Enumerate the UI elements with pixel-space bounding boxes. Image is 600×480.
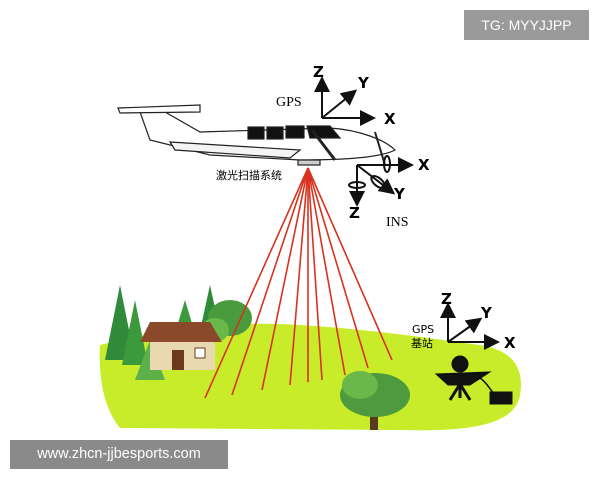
base-station-axes [440, 302, 500, 350]
base-z-label: Z [441, 290, 452, 308]
gps-base-station-icon [434, 355, 513, 405]
laser-beam [307, 167, 346, 376]
laser-beam [204, 167, 309, 399]
gps-z-label: Z [313, 63, 324, 81]
ins-label: INS [386, 215, 409, 230]
laser-scanner-label: 激光扫描系统 [216, 168, 282, 182]
laser-beam [307, 167, 323, 381]
base-station-label: 基站 [411, 336, 433, 350]
tree-right [340, 371, 410, 430]
laser-beam [307, 167, 369, 369]
laser-beam [307, 167, 393, 361]
gps-axes [314, 76, 376, 126]
laser-beams [204, 167, 393, 399]
house [140, 322, 222, 370]
laser-beam [231, 167, 309, 396]
airplane [117, 104, 396, 166]
gps-label: GPS [276, 95, 302, 110]
ins-axes [348, 155, 414, 207]
watermark-site: www.zhcn-jjbesports.com [10, 440, 228, 469]
base-y-label: Y [480, 304, 493, 322]
gps-y-label: Y [357, 74, 370, 92]
base-x-label: X [504, 334, 516, 352]
gps-x-label: X [384, 110, 396, 128]
laser-beam [289, 167, 309, 386]
laser-beam [261, 167, 309, 391]
ins-y-label: Y [393, 185, 406, 203]
ins-z-label: Z [349, 204, 360, 222]
base-gps-label: GPS [412, 323, 434, 336]
ins-x-label: X [418, 156, 430, 174]
watermark-top: TG: MYYJJPP [464, 10, 589, 40]
